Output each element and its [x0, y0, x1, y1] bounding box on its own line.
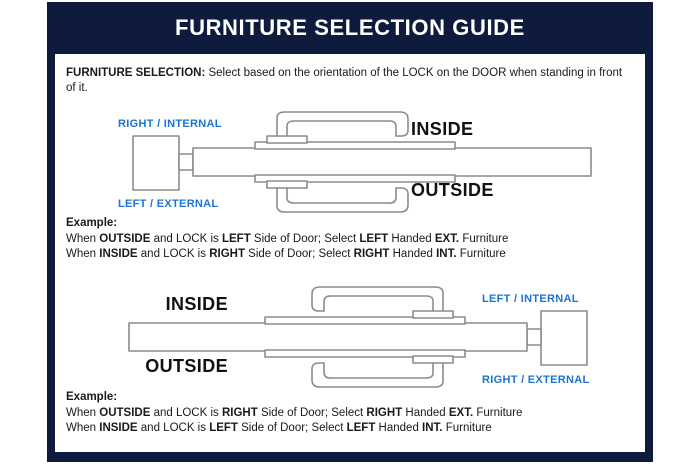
- example-block-2: Example: When OUTSIDE and LOCK is RIGHT …: [66, 390, 638, 437]
- e2l2-b3: LEFT: [346, 422, 376, 434]
- e2l1-b4: EXT.: [448, 406, 474, 419]
- diagram-left-internal: LEFT / INTERNAL RIGHT / EXTERNAL INSIDE …: [55, 280, 645, 390]
- e2l1-w5: Furniture: [473, 406, 523, 419]
- intro-paragraph: FURNITURE SELECTION: Select based on the…: [66, 66, 632, 96]
- e2l2-w4: Handed: [375, 422, 423, 434]
- e2l2-w2: and LOCK is: [137, 422, 210, 434]
- e1l1-b4: EXT.: [434, 232, 460, 245]
- rose-plate-inside: [254, 141, 456, 150]
- e1l1-w4: Handed: [388, 232, 435, 245]
- e1l2-w5: Furniture: [456, 248, 506, 260]
- e2l2-w5: Furniture: [442, 422, 492, 434]
- rose-plate-outside: [254, 174, 456, 183]
- e2l2-b2: LEFT: [209, 422, 238, 434]
- e1l2-w3: Side of Door; Select: [244, 248, 354, 260]
- e2l2-b1: INSIDE: [99, 422, 138, 434]
- lever-handle-outside-outer: [276, 187, 409, 213]
- e1l1-b2: LEFT: [221, 232, 251, 245]
- e1l1-b1: OUTSIDE: [99, 232, 151, 245]
- e1l1-b3: LEFT: [359, 232, 389, 245]
- example1-line-1: When OUTSIDE and LOCK is LEFT Side of Do…: [66, 232, 638, 248]
- page-title: FURNITURE SELECTION GUIDE: [175, 15, 525, 40]
- lock-case-box: [540, 310, 588, 366]
- e2l1-b2: RIGHT: [221, 406, 258, 419]
- lever-handle-outside-outer: [311, 362, 444, 388]
- diagram-right-internal: RIGHT / INTERNAL LEFT / EXTERNAL INSIDE …: [55, 110, 645, 215]
- e1l2-b4: INT.: [436, 248, 457, 260]
- e1l2-w1: When: [66, 248, 100, 260]
- e2l2-w3: Side of Door; Select: [237, 422, 347, 434]
- lever-hub-outside: [412, 355, 454, 364]
- diagram2-inside-label: INSIDE: [166, 294, 228, 314]
- guide-frame: FURNITURE SELECTION GUIDE FURNITURE SELE…: [47, 2, 653, 462]
- lever-handle-inside-inner: [286, 120, 397, 137]
- intro-text: Select based on the orientation of the L…: [66, 67, 623, 94]
- lock-case-box: [132, 135, 180, 191]
- spindle-stub: [526, 328, 542, 346]
- e2l1-w4: Handed: [402, 406, 449, 419]
- e2l1-w3: Side of Door; Select: [257, 406, 367, 419]
- lever-hub-inside: [266, 135, 308, 144]
- e2l2-b4: INT.: [422, 422, 443, 434]
- diagram1-outside-label: OUTSIDE: [411, 180, 494, 200]
- example2-line-1: When OUTSIDE and LOCK is RIGHT Side of D…: [66, 406, 638, 422]
- example-block-1: Example: When OUTSIDE and LOCK is LEFT S…: [66, 216, 638, 263]
- lever-handle-inside-inner: [323, 295, 434, 312]
- e2l1-b1: OUTSIDE: [99, 406, 151, 419]
- e2l1-b3: RIGHT: [366, 406, 403, 419]
- diagram1-top-label: RIGHT / INTERNAL: [118, 118, 222, 130]
- lever-hub-outside: [266, 180, 308, 189]
- e2l1-w2: and LOCK is: [150, 406, 222, 419]
- lever-handle-outside-inner: [323, 362, 434, 379]
- e1l2-w4: Handed: [389, 248, 437, 260]
- intro-label: FURNITURE SELECTION:: [66, 67, 206, 79]
- content-card: FURNITURE SELECTION: Select based on the…: [55, 54, 645, 452]
- diagram2-bottom-label: RIGHT / EXTERNAL: [482, 374, 589, 386]
- example1-line-2: When INSIDE and LOCK is RIGHT Side of Do…: [66, 247, 638, 263]
- diagram1-bottom-label: LEFT / EXTERNAL: [118, 198, 218, 210]
- example2-heading: Example:: [66, 391, 118, 403]
- title-bar: FURNITURE SELECTION GUIDE: [47, 2, 653, 54]
- example1-heading: Example:: [66, 217, 118, 229]
- spindle-stub: [178, 153, 194, 171]
- example2-line-2: When INSIDE and LOCK is LEFT Side of Doo…: [66, 421, 638, 437]
- door-slab: [128, 322, 528, 352]
- e1l1-w2: and LOCK is: [150, 232, 222, 245]
- e1l2-b2: RIGHT: [209, 248, 245, 260]
- lever-handle-inside-outer: [311, 286, 444, 312]
- rose-plate-inside: [264, 316, 466, 325]
- e1l2-b3: RIGHT: [353, 248, 390, 260]
- lever-handle-inside-outer: [276, 111, 409, 137]
- e1l1-w5: Furniture: [459, 232, 509, 245]
- e2l1-w1: When: [66, 406, 100, 419]
- diagram1-inside-label: INSIDE: [411, 119, 473, 139]
- diagram2-outside-label: OUTSIDE: [145, 356, 228, 376]
- lever-handle-outside-inner: [286, 187, 397, 204]
- e1l1-w3: Side of Door; Select: [250, 232, 360, 245]
- rose-plate-outside: [264, 349, 466, 358]
- e1l1-w1: When: [66, 232, 100, 245]
- diagram2-top-label: LEFT / INTERNAL: [482, 293, 579, 305]
- door-slab: [192, 147, 592, 177]
- e1l2-w2: and LOCK is: [137, 248, 210, 260]
- e1l2-b1: INSIDE: [99, 248, 138, 260]
- e2l2-w1: When: [66, 422, 100, 434]
- lever-hub-inside: [412, 310, 454, 319]
